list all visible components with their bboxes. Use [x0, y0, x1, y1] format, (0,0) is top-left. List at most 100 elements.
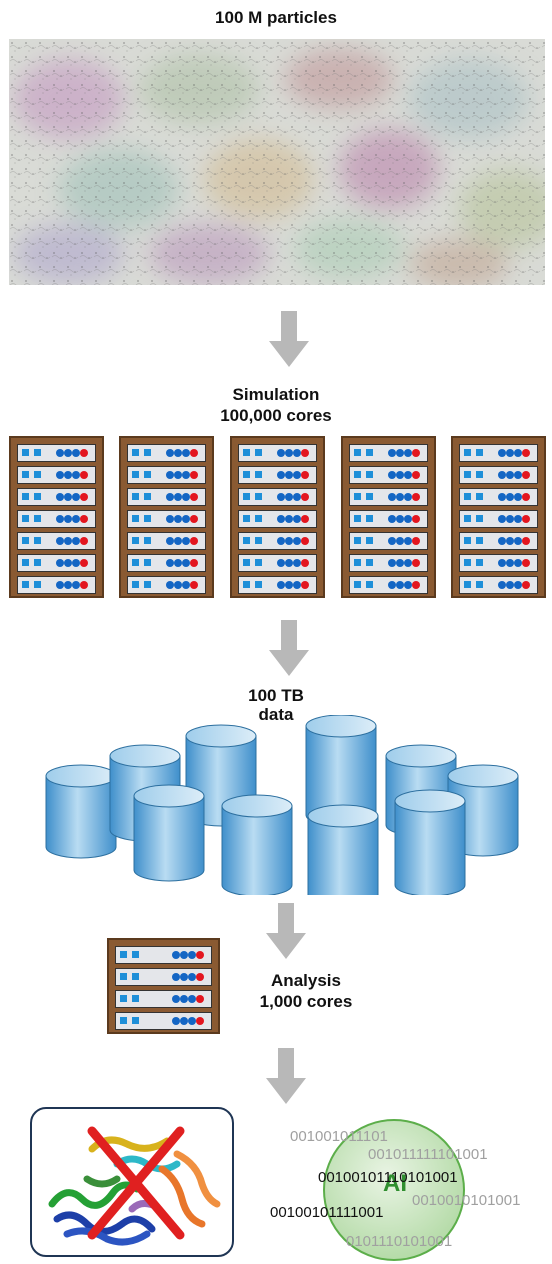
blue-indicator-icon: [404, 470, 412, 479]
status-light-icon: [476, 559, 483, 566]
bit-string: 00100101110101001: [318, 1169, 458, 1186]
status-light-icon: [22, 581, 29, 588]
status-light-icon: [144, 471, 151, 478]
red-indicator-icon: [196, 1016, 204, 1025]
blue-indicator-icon: [182, 514, 190, 523]
blue-indicator-icon: [56, 492, 64, 501]
server-unit: [459, 466, 538, 484]
server-unit: [17, 576, 96, 594]
status-light-icon: [476, 493, 483, 500]
server-unit: [127, 554, 206, 572]
status-light-icon: [34, 449, 41, 456]
blue-indicator-icon: [188, 1016, 196, 1025]
server-unit: [127, 488, 206, 506]
analysis-cores-label: 1,000 cores: [259, 992, 353, 1011]
server-unit: [238, 576, 317, 594]
blue-indicator-icon: [64, 514, 72, 523]
blue-indicator-icon: [285, 448, 293, 457]
blue-indicator-icon: [293, 580, 301, 589]
blue-indicator-icon: [64, 448, 72, 457]
status-light-icon: [476, 537, 483, 544]
status-light-icon: [366, 515, 373, 522]
blue-indicator-icon: [396, 514, 404, 523]
server-unit: [127, 510, 206, 528]
server-rack-icon: [107, 938, 220, 1034]
status-light-icon: [132, 471, 139, 478]
server-unit: [459, 444, 538, 462]
bit-string: 001011111101001: [368, 1146, 488, 1163]
server-unit: [17, 532, 96, 550]
server-unit: [349, 510, 428, 528]
blue-indicator-icon: [388, 514, 396, 523]
server-unit: [127, 576, 206, 594]
blue-indicator-icon: [182, 470, 190, 479]
blue-indicator-icon: [64, 558, 72, 567]
red-indicator-icon: [412, 470, 420, 479]
status-light-icon: [132, 581, 139, 588]
red-indicator-icon: [301, 448, 309, 457]
blue-indicator-icon: [404, 448, 412, 457]
red-indicator-icon: [301, 558, 309, 567]
status-light-icon: [464, 559, 471, 566]
status-light-icon: [144, 559, 151, 566]
status-light-icon: [22, 471, 29, 478]
status-light-icon: [366, 559, 373, 566]
blue-indicator-icon: [498, 558, 506, 567]
blue-indicator-icon: [174, 492, 182, 501]
blue-indicator-icon: [174, 580, 182, 589]
red-indicator-icon: [196, 994, 204, 1003]
server-unit: [115, 946, 212, 964]
blue-indicator-icon: [293, 448, 301, 457]
blue-indicator-icon: [64, 492, 72, 501]
status-light-icon: [132, 1017, 139, 1024]
simulation-label: Simulation: [232, 385, 320, 404]
blue-indicator-icon: [396, 558, 404, 567]
blue-indicator-icon: [72, 492, 80, 501]
blue-indicator-icon: [277, 470, 285, 479]
server-unit: [349, 532, 428, 550]
blue-indicator-icon: [498, 514, 506, 523]
server-rack-icon: [9, 436, 104, 598]
blue-indicator-icon: [188, 950, 196, 959]
red-indicator-icon: [190, 470, 198, 479]
blue-indicator-icon: [293, 558, 301, 567]
status-light-icon: [34, 559, 41, 566]
status-light-icon: [34, 515, 41, 522]
status-light-icon: [144, 493, 151, 500]
server-unit: [459, 576, 538, 594]
blue-indicator-icon: [166, 536, 174, 545]
server-unit: [238, 554, 317, 572]
blue-indicator-icon: [285, 536, 293, 545]
status-light-icon: [464, 537, 471, 544]
server-rack-icon: [451, 436, 546, 598]
blue-indicator-icon: [277, 536, 285, 545]
status-light-icon: [464, 581, 471, 588]
status-light-icon: [255, 471, 262, 478]
status-light-icon: [144, 537, 151, 544]
status-light-icon: [464, 449, 471, 456]
red-indicator-icon: [190, 448, 198, 457]
red-indicator-icon: [412, 448, 420, 457]
blue-indicator-icon: [188, 994, 196, 1003]
server-unit: [127, 444, 206, 462]
blue-indicator-icon: [174, 536, 182, 545]
red-indicator-icon: [522, 470, 530, 479]
red-indicator-icon: [412, 536, 420, 545]
blue-indicator-icon: [285, 580, 293, 589]
server-unit: [238, 488, 317, 506]
blue-indicator-icon: [293, 514, 301, 523]
data-size-label: 100 TB: [248, 686, 304, 705]
red-indicator-icon: [190, 558, 198, 567]
red-indicator-icon: [522, 580, 530, 589]
blue-indicator-icon: [498, 448, 506, 457]
blue-indicator-icon: [277, 558, 285, 567]
status-light-icon: [255, 537, 262, 544]
status-light-icon: [255, 581, 262, 588]
blue-indicator-icon: [285, 558, 293, 567]
server-unit: [238, 532, 317, 550]
bit-string: 0101110101001: [346, 1233, 453, 1250]
blue-indicator-icon: [64, 536, 72, 545]
server-unit: [238, 510, 317, 528]
blue-indicator-icon: [404, 514, 412, 523]
blue-indicator-icon: [172, 972, 180, 981]
